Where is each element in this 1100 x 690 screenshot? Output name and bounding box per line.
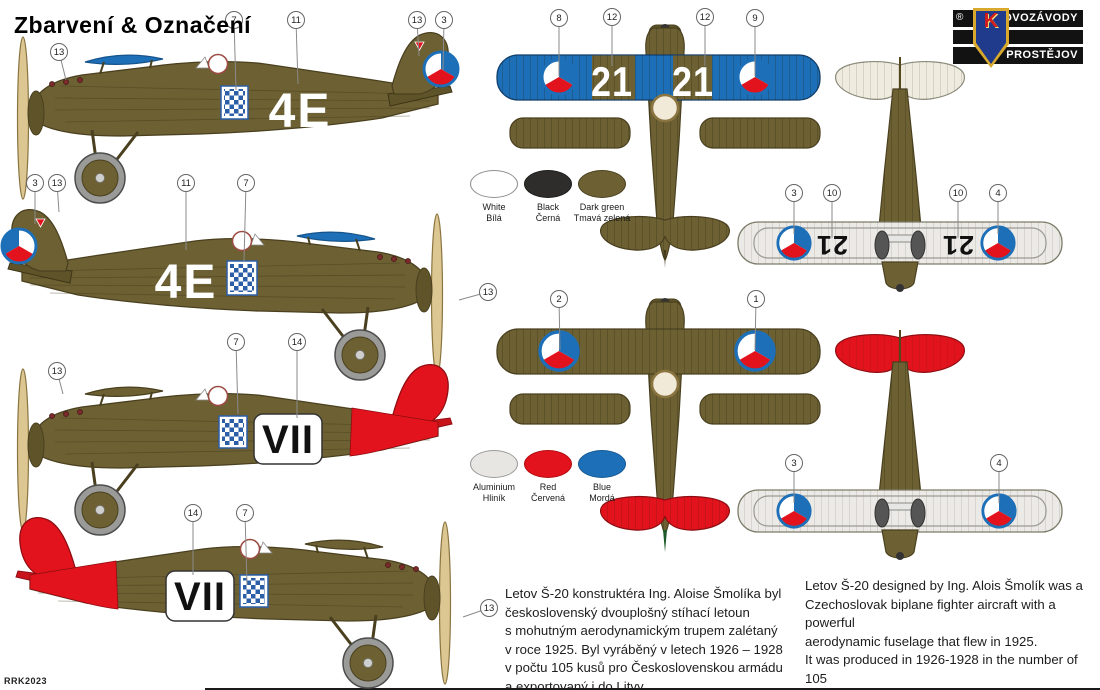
airframe bbox=[0, 209, 444, 381]
svg-text:13: 13 bbox=[412, 15, 423, 26]
profile-4e-right: 4E bbox=[0, 209, 444, 381]
wheel bbox=[910, 498, 926, 528]
cockpit-opening bbox=[650, 369, 680, 399]
sheet-code: RRK2023 bbox=[4, 676, 48, 686]
swatch-label-en: White bbox=[482, 202, 506, 212]
swatch-label-en: Aluminium bbox=[472, 482, 515, 492]
code-text: 4E bbox=[269, 85, 332, 138]
markings: 4E bbox=[220, 85, 332, 138]
swatch-chip bbox=[470, 170, 518, 198]
cockpit-opening bbox=[650, 93, 680, 123]
callout-marker: 13 bbox=[462, 599, 498, 618]
logo-line2: PROSTĚJOV bbox=[1006, 49, 1078, 61]
red-rear-fuselage bbox=[29, 560, 119, 610]
profile-4e-left: 4E bbox=[16, 32, 460, 204]
callout-marker: 13 bbox=[458, 283, 497, 301]
page-title: Zbarvení & Označení bbox=[14, 12, 252, 38]
swatch-label-en: Black bbox=[536, 202, 559, 212]
svg-text:13: 13 bbox=[484, 603, 495, 614]
wheel bbox=[910, 230, 926, 260]
profile-vii-left: VII bbox=[16, 364, 453, 536]
vii-plate bbox=[253, 413, 323, 465]
swatch-label-en: Blue bbox=[592, 482, 611, 492]
code-text: 4E bbox=[155, 256, 218, 309]
swatch-aluminium: Aluminium Hliník bbox=[452, 450, 536, 504]
code-text: VII bbox=[262, 418, 314, 462]
markings: VII bbox=[218, 413, 323, 465]
upper-wing-olive bbox=[304, 539, 384, 550]
topview-red-tail bbox=[496, 298, 821, 552]
cockpit-opening bbox=[207, 53, 229, 75]
wing-number-inverted: 21 bbox=[816, 230, 848, 260]
swatch-red: Red Červená bbox=[506, 450, 590, 504]
swatch-chip bbox=[578, 170, 626, 198]
logo-bar-middle bbox=[953, 30, 1083, 44]
code-text: VII bbox=[174, 575, 226, 619]
red-fin bbox=[19, 517, 77, 580]
fin-badge-icon bbox=[35, 218, 46, 228]
logo-initial: K bbox=[983, 10, 999, 32]
description-czech: Letov Š-20 konstruktéra Ing. Aloise Šmol… bbox=[505, 586, 783, 690]
description-english: Letov Š-20 designed by Ing. Alois Šmolík… bbox=[805, 578, 1084, 690]
brand-logo: ® KOVOZÁVODY PROSTĚJOV K bbox=[953, 8, 1083, 68]
wheel bbox=[874, 230, 890, 260]
wing-number-inverted: 21 bbox=[942, 230, 974, 260]
markings: 4E bbox=[155, 256, 258, 309]
swatch-label-cs: Hliník bbox=[482, 493, 506, 503]
swatch-label-cs: Bílá bbox=[486, 213, 502, 223]
markings: 21 21 bbox=[591, 60, 714, 106]
wing-roundel-icon bbox=[540, 58, 578, 96]
swatch-blue: Blue Mordá bbox=[560, 450, 644, 504]
bottom-rule bbox=[205, 688, 1100, 690]
wheel bbox=[874, 498, 890, 528]
upper-wing-olive bbox=[84, 386, 164, 397]
swatch-chip bbox=[524, 170, 572, 198]
airframe bbox=[737, 330, 1063, 560]
svg-text:3: 3 bbox=[441, 15, 446, 26]
swatch-white: White Bílá bbox=[452, 170, 536, 224]
red-fin bbox=[391, 364, 449, 427]
upper-wing-blue bbox=[296, 231, 376, 242]
swatch-label-cs: Tmavá zelená bbox=[573, 213, 631, 223]
swatch-label-cs: Černá bbox=[535, 213, 561, 223]
svg-text:13: 13 bbox=[483, 287, 494, 298]
tailplane bbox=[600, 216, 730, 268]
markings: 21 21 bbox=[816, 230, 974, 260]
upper-wing-blue bbox=[84, 54, 164, 65]
swatch-label-cs: Červená bbox=[530, 493, 566, 503]
airframe bbox=[737, 57, 1063, 292]
markings: VII bbox=[165, 570, 269, 622]
wing-roundel-icon bbox=[776, 493, 812, 529]
topview-21: 21 21 bbox=[496, 24, 821, 268]
profile-vii-right: VII bbox=[15, 517, 452, 689]
tailplane-red bbox=[600, 496, 730, 552]
bottomview-21: 21 21 bbox=[737, 57, 1063, 292]
swatch-chip bbox=[470, 450, 518, 478]
wing-number: 21 bbox=[591, 60, 633, 106]
airframe bbox=[16, 32, 460, 204]
registered-mark: ® bbox=[956, 12, 964, 23]
swatch-label-en: Red bbox=[539, 482, 557, 492]
airframe bbox=[16, 364, 453, 536]
red-rear-fuselage bbox=[349, 407, 439, 457]
swatch-label-en: Dark green bbox=[579, 202, 625, 212]
swatch-black: Black Černá bbox=[506, 170, 590, 224]
swatch-chip bbox=[578, 450, 626, 478]
wing-roundel-icon bbox=[980, 225, 1016, 261]
swatch-chip bbox=[524, 450, 572, 478]
wing-roundel-icon bbox=[776, 225, 812, 261]
vii-plate bbox=[165, 570, 235, 622]
wing-roundel-icon bbox=[981, 493, 1017, 529]
svg-text:11: 11 bbox=[291, 15, 301, 26]
airframe bbox=[496, 298, 821, 552]
wing-roundel-icon bbox=[538, 330, 580, 372]
tail-roundel-icon bbox=[0, 227, 38, 265]
airframe bbox=[496, 24, 821, 268]
wing-number: 21 bbox=[672, 60, 714, 106]
swatch-dark-green: Dark green Tmavá zelená bbox=[560, 170, 644, 224]
logo-line1: KOVOZÁVODY bbox=[994, 12, 1078, 24]
tail-roundel-icon bbox=[422, 50, 460, 88]
bottomview-red-tail bbox=[737, 330, 1063, 560]
swatch-label-cs: Mordá bbox=[589, 493, 615, 503]
